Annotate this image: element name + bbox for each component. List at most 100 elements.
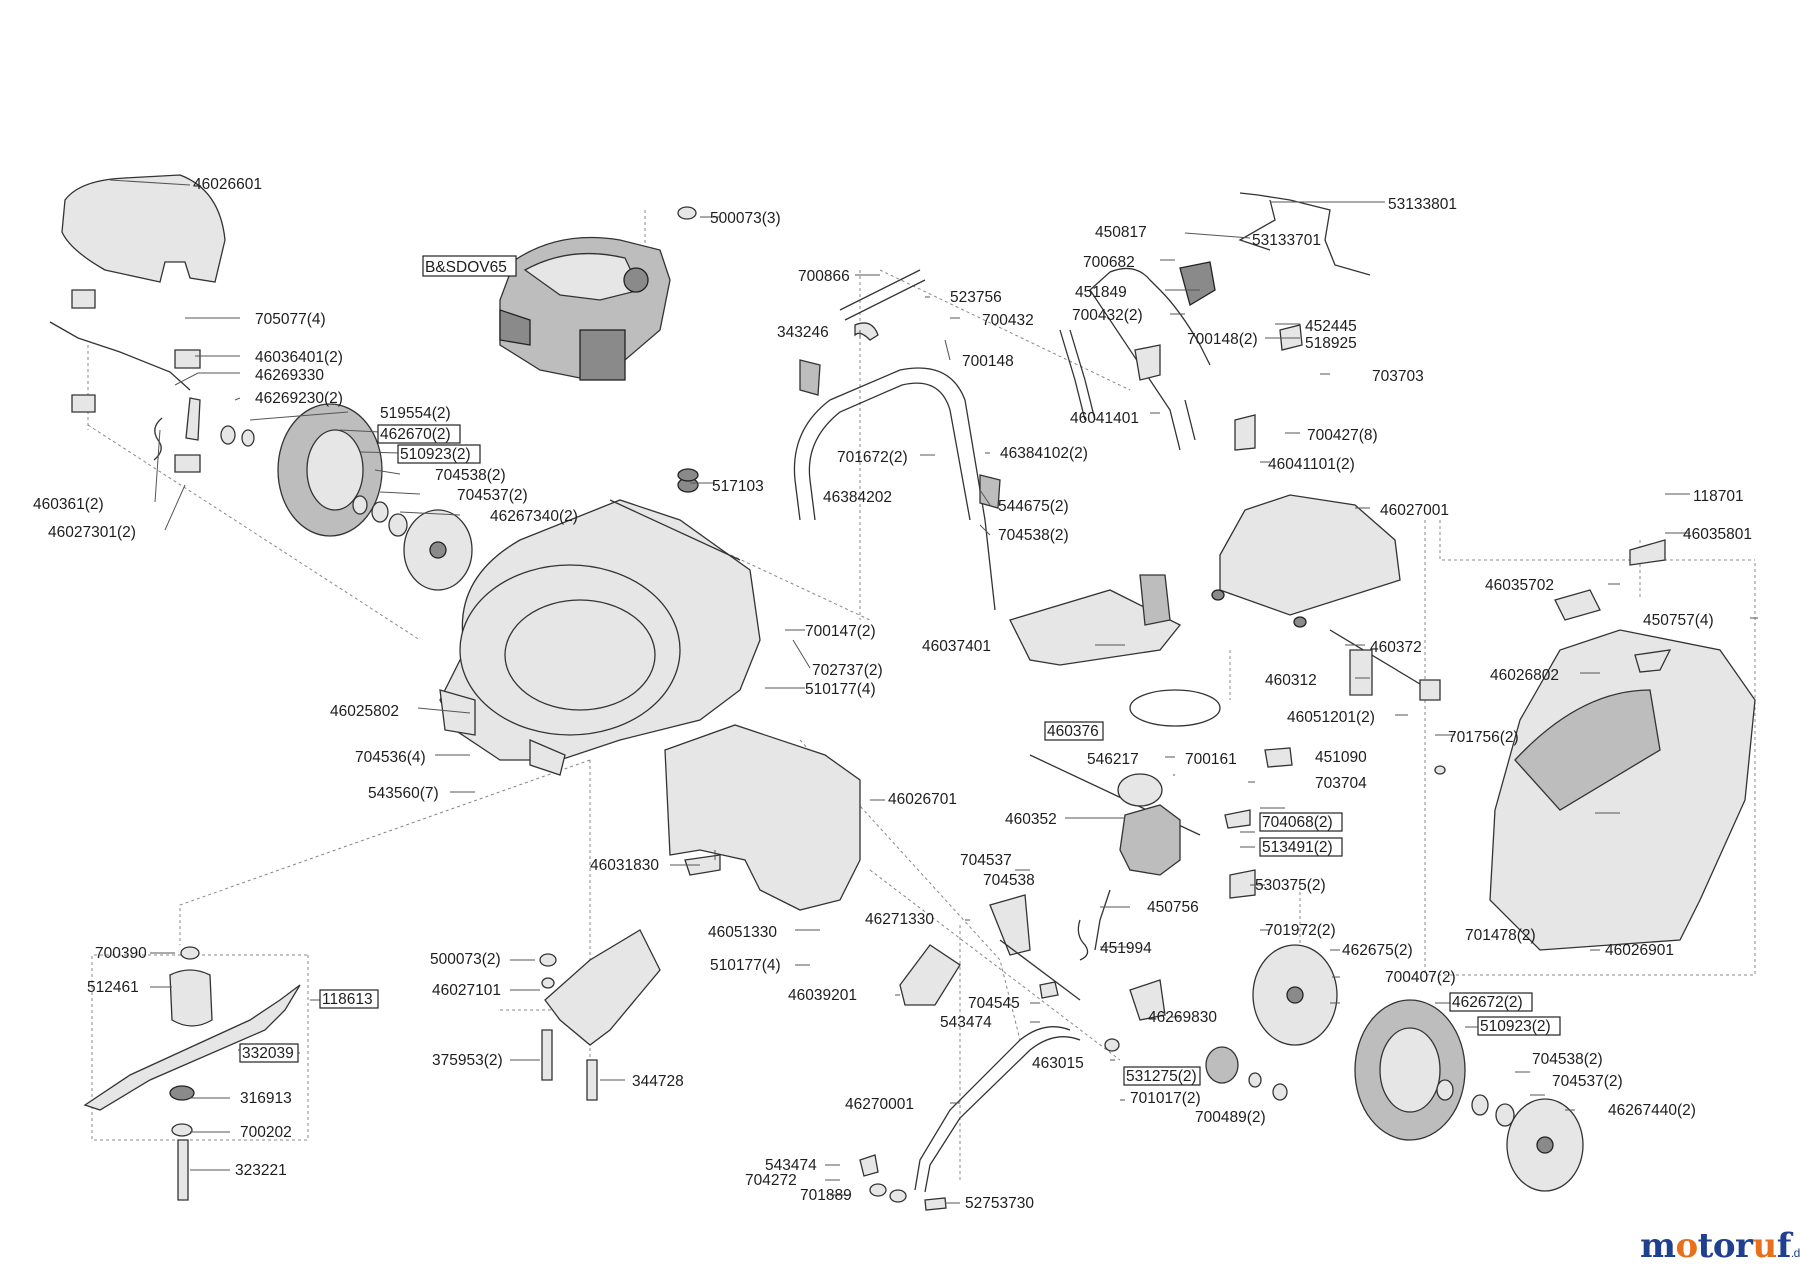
label-46384102: 46384102(2) [1000,445,1088,462]
leader-lines [109,179,1758,1204]
mower-blade [83,984,301,1111]
label-462670: 462670(2) [380,426,451,443]
logo-tld: .de [1790,1246,1800,1260]
label-700161: 700161 [1185,751,1237,768]
label-46270001: 46270001 [845,1096,914,1113]
label-118701: 118701 [1693,488,1744,505]
label-546217: 546217 [1087,751,1139,768]
box-118613 [319,989,379,1009]
label-701478: 701478(2) [1465,927,1536,944]
label-703703: 703703 [1372,368,1424,385]
label-52753730: 52753730 [965,1195,1034,1212]
label-460372: 460372 [1370,639,1422,656]
label-705077: 705077(4) [255,311,326,328]
box-462670 [377,424,461,444]
part-illustrations [49,174,1756,1211]
box-332039 [239,1043,299,1063]
label-46384202: 46384202 [823,489,892,506]
label-543474-upper: 543474 [940,1014,992,1031]
label-701972: 701972(2) [1265,922,1336,939]
blade-adapter [169,969,213,1027]
label-46037401: 46037401 [922,638,991,655]
label-703704: 703704 [1315,775,1367,792]
drive-gear [1205,1046,1239,1084]
label-704536: 704536(4) [355,749,426,766]
logo-o: o [1675,1226,1698,1266]
label-46031830: 46031830 [590,857,659,874]
label-700407: 700407(2) [1385,969,1456,986]
label-460361: 460361(2) [33,496,104,513]
motoruf-logo: motoruf.de [1640,1226,1800,1266]
box-531275 [1123,1066,1201,1086]
label-46269230: 46269230(2) [255,390,343,407]
label-519554: 519554(2) [380,405,451,422]
label-46035702: 46035702 [1485,577,1554,594]
label-517103: 517103 [712,478,764,495]
label-450817: 450817 [1095,224,1147,241]
pulley [1117,773,1163,807]
label-523756: 523756 [950,289,1002,306]
label-700148-2: 700148(2) [1187,331,1258,348]
top-cover-shape [61,174,226,283]
label-375953: 375953(2) [432,1052,503,1069]
guide-46039201 [899,944,961,1006]
logo-tor: tor [1697,1226,1753,1266]
label-344728: 344728 [632,1073,684,1090]
label-704537-left: 704537(2) [457,487,528,504]
label-46271330: 46271330 [865,911,934,928]
label-530375: 530375(2) [1255,877,1326,894]
label-46051330: 46051330 [708,924,777,941]
label-701756: 701756(2) [1448,729,1519,746]
label-704537-right: 704537(2) [1552,1073,1623,1090]
label-700390: 700390 [95,945,147,962]
label-46026701: 46026701 [888,791,957,808]
label-bsdov65: B&SDOV65 [425,259,507,276]
label-450756: 450756 [1147,899,1199,916]
label-118613: 118613 [322,991,373,1008]
label-46026901: 46026901 [1605,942,1674,959]
label-543560: 543560(7) [368,785,439,802]
label-704538-right: 704538(2) [1532,1051,1603,1068]
label-510177-upper: 510177(4) [805,681,876,698]
drive-belt [1129,689,1221,727]
label-343246: 343246 [777,324,829,341]
pivot-plate-left [989,894,1031,956]
gearbox [1119,804,1181,876]
height-lever [914,1026,1071,1191]
label-46035801: 46035801 [1683,526,1752,543]
label-700427: 700427(8) [1307,427,1378,444]
lower-handle [793,367,996,611]
label-450757: 450757(4) [1643,612,1714,629]
label-462672: 462672(2) [1452,994,1523,1011]
label-46267440: 46267440(2) [1608,1102,1696,1119]
label-700432-2: 700432(2) [1072,307,1143,324]
grass-catcher [1489,629,1756,951]
label-316913: 316913 [240,1090,292,1107]
label-46267340: 46267340(2) [490,508,578,525]
box-bsdov65 [422,255,517,277]
label-451090: 451090 [1315,749,1367,766]
label-46026802: 46026802 [1490,667,1559,684]
label-53133801: 53133801 [1388,196,1457,213]
box-513491 [1259,837,1343,857]
label-510177-lower: 510177(4) [710,957,781,974]
logo-u: u [1752,1226,1777,1266]
chute [1009,589,1182,666]
label-46041101: 46041101(2) [1268,456,1355,473]
label-704538-handle: 704538(2) [998,527,1069,544]
deflector-plate [544,929,661,1046]
label-704538: 704538 [983,872,1035,889]
label-704537: 704537 [960,852,1012,869]
label-460376: 460376 [1047,723,1099,740]
label-704272: 704272 [745,1172,797,1189]
label-700682: 700682 [1083,254,1135,271]
label-510923-left: 510923(2) [400,446,471,463]
box-460376 [1044,721,1104,741]
label-500073-3: 500073(3) [710,210,781,227]
logo-f: f [1776,1226,1792,1266]
label-46041401: 46041401 [1070,410,1139,427]
label-452445: 452445 [1305,318,1357,335]
label-544675: 544675(2) [998,498,1069,515]
label-700489: 700489(2) [1195,1109,1266,1126]
